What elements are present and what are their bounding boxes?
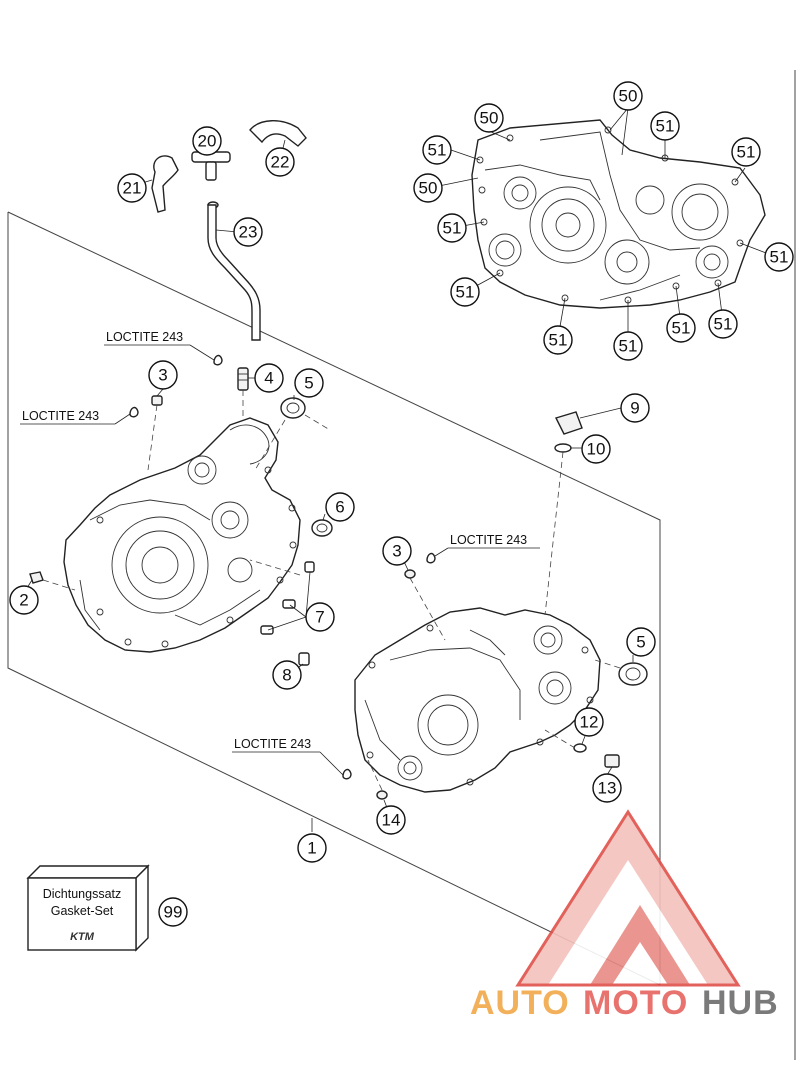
callout-1: 1 (297, 833, 327, 863)
callout-13: 13 (592, 773, 622, 803)
callout-10: 10 (581, 434, 611, 464)
crankcase-left-drawing (63, 417, 301, 653)
callout-label: 51 (714, 315, 733, 334)
loctite-labels: LOCTITE 243 LOCTITE 243 LOCTITE 243 LOCT… (22, 330, 527, 751)
callout-label: 13 (598, 779, 617, 798)
gasket-box-icon: Dichtungssatz Gasket-Set KTM (26, 864, 150, 952)
callout-12: 12 (574, 707, 604, 737)
callout-20: 20 (192, 126, 222, 156)
callout-label: 51 (737, 143, 756, 162)
callout-5: 5 (294, 368, 324, 398)
callout-label: 8 (282, 666, 291, 685)
callout-51: 51 (666, 313, 696, 343)
callout-51: 51 (450, 277, 480, 307)
callout-label: 4 (264, 369, 273, 388)
callout-51: 51 (650, 111, 680, 141)
callout-5: 5 (626, 627, 656, 657)
callout-50: 50 (613, 81, 643, 111)
callout-label: 3 (392, 542, 401, 561)
callout-label: 50 (480, 109, 499, 128)
callout-8: 8 (272, 660, 302, 690)
callout-label: 5 (304, 374, 313, 393)
breather-hose-drawing (151, 120, 307, 341)
callout-50: 50 (474, 103, 504, 133)
callout-label: 9 (630, 399, 639, 418)
callout-23: 23 (233, 217, 263, 247)
callout-label: 51 (456, 283, 475, 302)
callout-50: 50 (413, 173, 443, 203)
callout-2: 2 (9, 585, 39, 615)
watermark-text: AUTO MOTO HUB (470, 984, 779, 1022)
callout-label: 50 (619, 87, 638, 106)
callout-3: 3 (382, 536, 412, 566)
crankcase-inner-drawing (471, 119, 766, 309)
callout-label: 51 (443, 219, 462, 238)
small-parts (29, 354, 648, 800)
callout-label: 21 (123, 179, 142, 198)
callout-6: 6 (325, 492, 355, 522)
callout-7: 7 (305, 602, 335, 632)
callout-label: 51 (656, 117, 675, 136)
callout-51: 51 (708, 309, 738, 339)
callout-label: 51 (672, 319, 691, 338)
loctite-label: LOCTITE 243 (22, 409, 99, 423)
callout-9: 9 (620, 393, 650, 423)
callout-label: 7 (315, 608, 324, 627)
callout-51: 51 (437, 213, 467, 243)
callout-label: 5 (636, 633, 645, 652)
callout-label: 99 (164, 903, 183, 922)
callout-label: 23 (239, 223, 258, 242)
crankcase-right-drawing (354, 607, 601, 793)
watermark-hub: HUB (702, 984, 779, 1022)
assembly-frame (7, 211, 661, 986)
callout-label: 1 (307, 839, 316, 858)
callout-label: 3 (158, 366, 167, 385)
callout-label: 2 (19, 591, 28, 610)
callout-51: 51 (422, 135, 452, 165)
callout-3: 3 (148, 360, 178, 390)
callout-label: 14 (382, 811, 401, 830)
callout-label: 6 (335, 498, 344, 517)
watermark-auto: AUTO (470, 984, 570, 1022)
callout-label: 10 (587, 440, 606, 459)
callout-label: 51 (428, 141, 447, 160)
gasket-box-line1: Dichtungssatz (43, 887, 122, 901)
callout-22: 22 (265, 147, 295, 177)
callout-51: 51 (731, 137, 761, 167)
callout-14: 14 (376, 805, 406, 835)
callout-label: 51 (770, 248, 789, 267)
callout-21: 21 (117, 173, 147, 203)
callout-label: 51 (549, 331, 568, 350)
callout-51: 51 (543, 325, 573, 355)
gasket-box-brand: KTM (70, 931, 95, 943)
watermark-moto: MOTO (583, 984, 688, 1022)
loctite-label: LOCTITE 243 (450, 533, 527, 547)
callout-label: 50 (419, 179, 438, 198)
assembly-lines (42, 390, 621, 791)
callout-4: 4 (254, 363, 284, 393)
callout-label: 12 (580, 713, 599, 732)
callout-label: 20 (198, 132, 217, 151)
watermark-logo-icon (515, 809, 741, 987)
callout-99: 99 (158, 897, 188, 927)
callout-51: 51 (764, 242, 794, 272)
callout-label: 51 (619, 337, 638, 356)
loctite-label: LOCTITE 243 (234, 737, 311, 751)
leaders-main (20, 344, 634, 832)
callout-51: 51 (613, 331, 643, 361)
callout-label: 22 (271, 153, 290, 172)
gasket-box-line2: Gasket-Set (51, 904, 114, 918)
loctite-label: LOCTITE 243 (106, 330, 183, 344)
callout-markers: 1 2 3 3 4 5 5 6 7 8 9 10 12 13 14 20 21 … (9, 81, 794, 927)
